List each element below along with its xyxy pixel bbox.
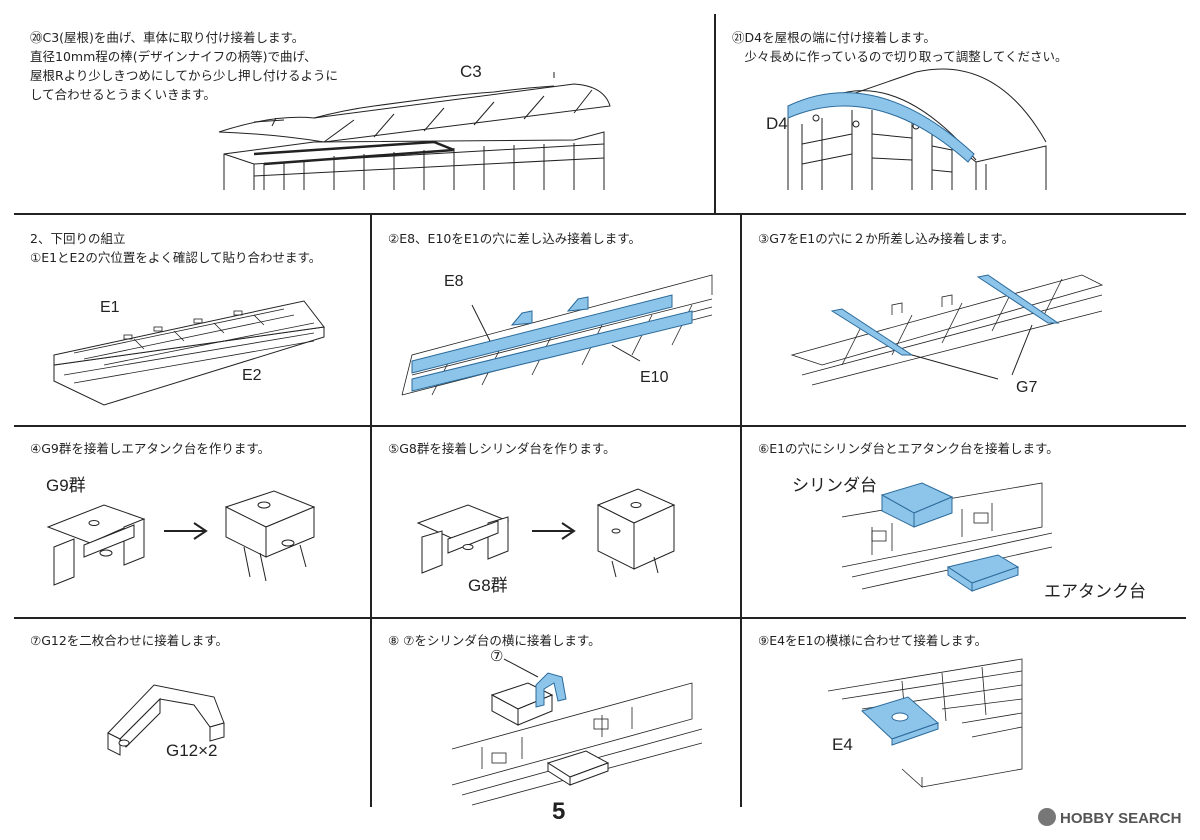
underframe-e8-e10-illustration	[401, 274, 713, 396]
divider-v-top	[714, 14, 716, 213]
step-2-7-panel: ⑦G12を二枚合わせに接着します。 G12×2	[14, 619, 370, 807]
step-2-2-panel: ②E8、E10をE1の穴に差し込み接着します。 E8 E10	[372, 215, 740, 425]
divider-h-3	[14, 617, 1186, 619]
e4-attach-illustration	[827, 658, 1023, 788]
step-2-5-panel: ⑤G8群を接着しシリンダ台を作ります。 G8群	[372, 427, 740, 617]
step-2-8-instructions: ⑧ ⑦をシリンダ台の横に接着します。	[388, 633, 601, 648]
watermark: HOBBY SEARCH	[1038, 808, 1182, 828]
label-g9: G9群	[46, 476, 86, 495]
label-e1: E1	[100, 299, 120, 316]
underframe-e1-e2-illustration	[53, 300, 325, 406]
divider-h-1	[14, 213, 1186, 215]
label-d4: D4	[766, 114, 788, 133]
label-e4: E4	[832, 735, 853, 754]
label-part-7: ⑦	[490, 648, 504, 665]
label-e8: E8	[444, 273, 464, 290]
step-21-instructions: ㉑D4を屋根の端に付け接着します。 少々長めに作っているので切り取って調整してく…	[732, 30, 1068, 64]
label-e2: E2	[242, 367, 262, 384]
g12-attach-illustration	[451, 658, 703, 806]
watermark-text: HOBBY SEARCH	[1060, 810, 1182, 827]
underframe-g7-illustration	[790, 274, 1104, 386]
label-c3: C3	[460, 62, 482, 81]
divider-v-2	[740, 213, 742, 807]
step-2-1-instructions: 2、下回りの組立 ①E1とE2の穴位置をよく確認して貼り合わせます。	[30, 231, 322, 265]
cylinder-base-illustration	[416, 488, 676, 578]
step-2-4-panel: ④G9群を接着しエアタンク台を作ります。 G9群	[14, 427, 370, 617]
g12-part-illustration	[107, 684, 225, 756]
step-2-5-instructions: ⑤G8群を接着しシリンダ台を作ります。	[388, 441, 616, 456]
divider-v-1	[370, 213, 372, 807]
label-e10: E10	[640, 369, 669, 386]
step-2-7-instructions: ⑦G12を二枚合わせに接着します。	[30, 633, 229, 648]
label-g7: G7	[1016, 379, 1038, 396]
step-2-6-instructions: ⑥E1の穴にシリンダ台とエアタンク台を接着します。	[758, 441, 1059, 456]
step-21-panel: ㉑D4を屋根の端に付け接着します。 少々長めに作っているので切り取って調整してく…	[716, 14, 1186, 213]
step-20-panel: ⑳C3(屋根)を曲げ、車体に取り付け接着します。 直径10mm程の棒(デザインナ…	[14, 14, 714, 213]
step-2-3-instructions: ③G7をE1の穴に２か所差し込み接着します。	[758, 231, 1014, 246]
step-2-1-panel: 2、下回りの組立 ①E1とE2の穴位置をよく確認して貼り合わせます。 E1 E2	[14, 215, 370, 425]
hobby-search-logo-icon	[1038, 808, 1056, 827]
step-2-4-instructions: ④G9群を接着しエアタンク台を作ります。	[30, 441, 271, 456]
roof-c3-illustration	[218, 72, 611, 190]
divider-h-2	[14, 425, 1186, 427]
label-g12: G12×2	[166, 741, 218, 760]
mounting-bases-illustration	[841, 482, 1053, 592]
air-tank-base-illustration	[46, 490, 316, 586]
step-2-8-panel: ⑧ ⑦をシリンダ台の横に接着します。 ⑦	[372, 619, 740, 807]
step-2-9-instructions: ⑨E4をE1の模様に合わせて接着します。	[758, 633, 988, 648]
step-2-9-panel: ⑨E4をE1の模様に合わせて接着します。 E4	[742, 619, 1186, 807]
page-number: 5	[552, 798, 566, 825]
step-2-3-panel: ③G7をE1の穴に２か所差し込み接着します。 G7	[742, 215, 1186, 425]
roof-end-d4-illustration	[787, 68, 1047, 190]
label-air-tank-base: エアタンク台	[1044, 582, 1146, 601]
label-cylinder-base: シリンダ台	[792, 476, 877, 495]
step-2-2-instructions: ②E8、E10をE1の穴に差し込み接着します。	[388, 231, 641, 246]
label-g8: G8群	[468, 576, 508, 595]
step-2-6-panel: ⑥E1の穴にシリンダ台とエアタンク台を接着します。 シリンダ台 エアタンク台	[742, 427, 1186, 617]
step-20-instructions: ⑳C3(屋根)を曲げ、車体に取り付け接着します。 直径10mm程の棒(デザインナ…	[30, 30, 339, 102]
